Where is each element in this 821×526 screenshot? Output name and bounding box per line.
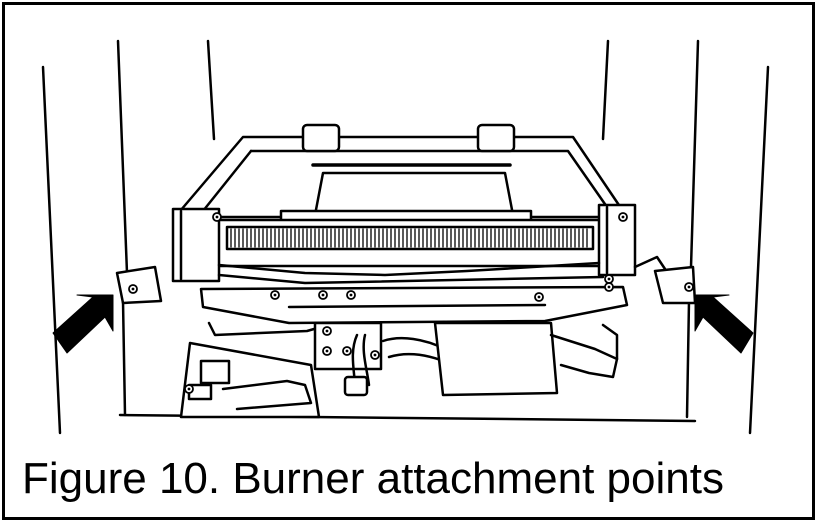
screw-head [687,285,691,289]
screw-head [273,293,277,297]
screw-head [537,295,541,299]
burner-assembly [115,203,697,325]
gas-valve-assembly [207,321,619,397]
arrow-up-right-icon [52,294,114,354]
screw-head [131,287,135,291]
screw-head [349,293,353,297]
screw-head [215,215,219,219]
screw-head [621,215,625,219]
control-box [179,341,321,419]
screw-head [345,349,349,353]
arrow-up-left-icon [694,294,754,354]
screw-head [607,285,611,289]
figure-frame: Figure 10. Burner attachment points [2,2,815,520]
screw-head [373,353,377,357]
mounting-screws [128,212,694,394]
top-frame [173,123,629,227]
screw-head [321,293,325,297]
figure-caption: Figure 10. Burner attachment points [22,454,724,503]
screw-head [325,349,329,353]
screw-head [325,329,329,333]
cabinet-walls [41,39,770,435]
screw-head [607,277,611,281]
screw-head [187,387,191,391]
burner-diagram [41,39,770,435]
